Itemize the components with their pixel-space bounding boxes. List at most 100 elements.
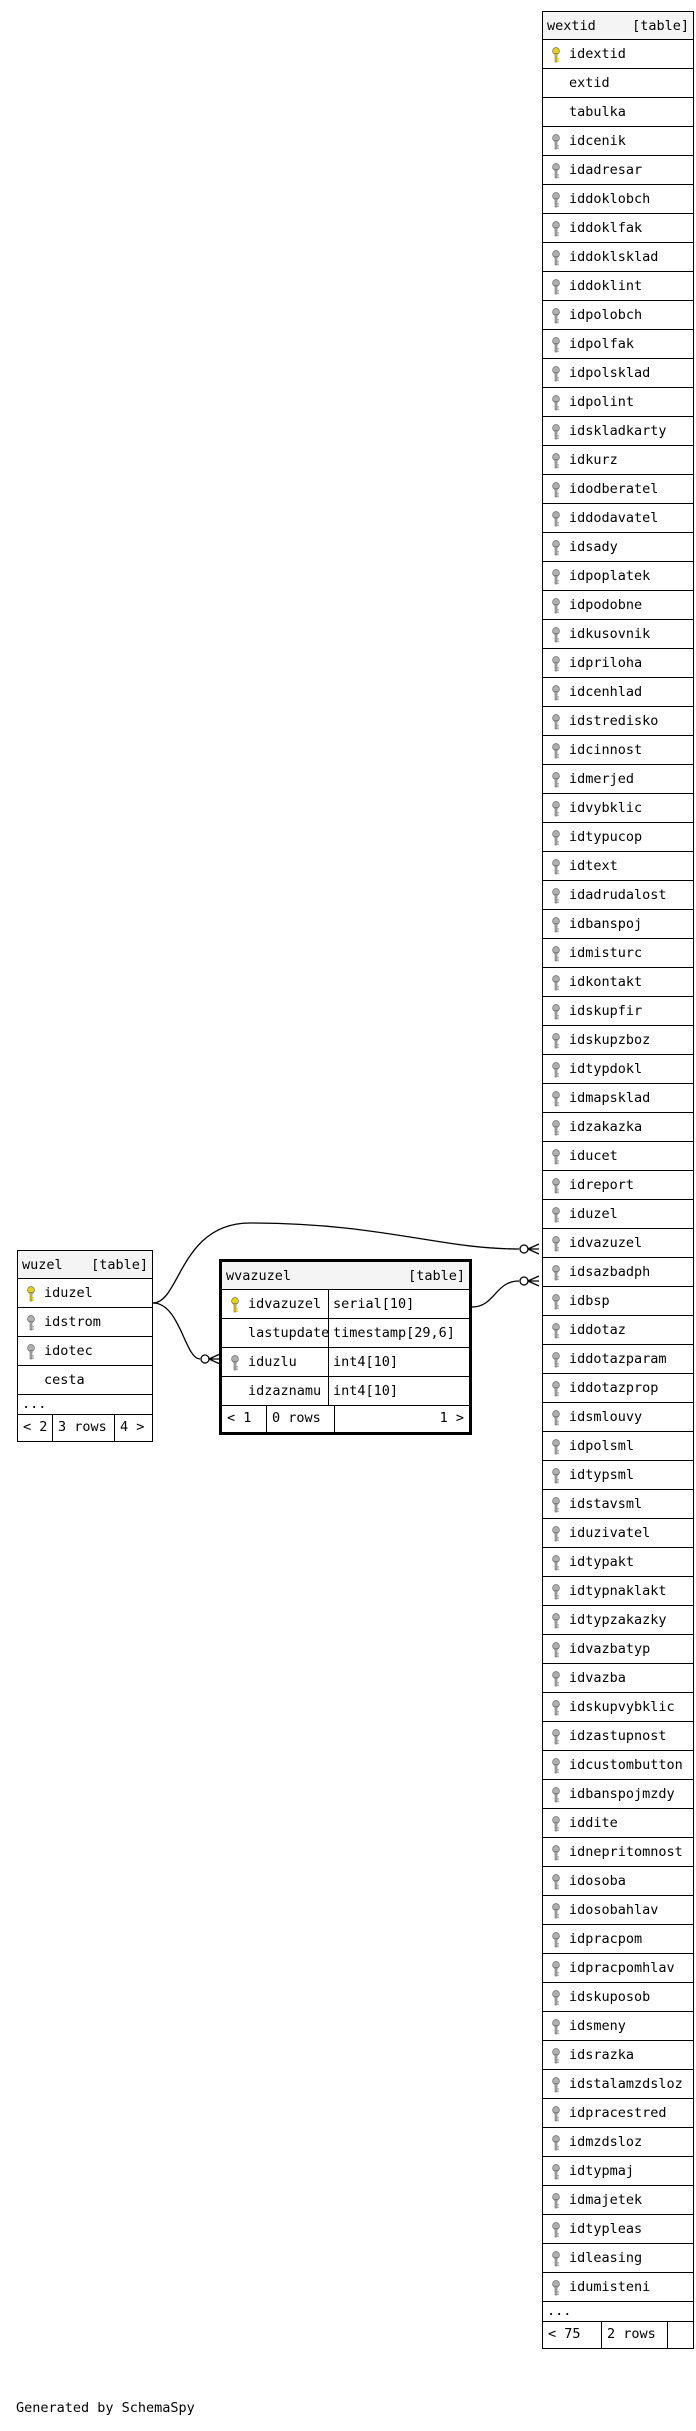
- column-row[interactable]: idextid: [543, 40, 693, 69]
- column-row[interactable]: idvybklic: [543, 794, 693, 823]
- column-row[interactable]: idsmeny: [543, 2012, 693, 2041]
- column-row[interactable]: idzastupnost: [543, 1722, 693, 1751]
- column-row[interactable]: idcenhlad: [543, 678, 693, 707]
- column-row[interactable]: iddodavatel: [543, 504, 693, 533]
- footer-children-link[interactable]: [667, 2322, 693, 2348]
- column-row[interactable]: iddotaz: [543, 1316, 693, 1345]
- footer-children-link[interactable]: 1 >: [334, 1406, 469, 1432]
- column-row[interactable]: idtypnaklakt: [543, 1577, 693, 1606]
- column-row[interactable]: iddoklint: [543, 272, 693, 301]
- table-footer: < 1 0 rows 1 >: [222, 1406, 469, 1432]
- column-row[interactable]: idskupzboz: [543, 1026, 693, 1055]
- column-row[interactable]: idmajetek: [543, 2186, 693, 2215]
- column-row[interactable]: idsrazka: [543, 2041, 693, 2070]
- column-row[interactable]: idtypsml: [543, 1461, 693, 1490]
- column-row[interactable]: idpolobch: [543, 301, 693, 330]
- column-row[interactable]: idpodobne: [543, 591, 693, 620]
- column-row[interactable]: idsazbadph: [543, 1258, 693, 1287]
- footer-parents-link[interactable]: < 75: [548, 2326, 581, 2342]
- column-row[interactable]: idosoba: [543, 1867, 693, 1896]
- column-row[interactable]: idodberatel: [543, 475, 693, 504]
- column-row[interactable]: idzakazka: [543, 1113, 693, 1142]
- column-row[interactable]: idvazuzel: [543, 1229, 693, 1258]
- column-row[interactable]: iduzel: [543, 1200, 693, 1229]
- column-row[interactable]: idumisteni: [543, 2273, 693, 2302]
- column-row[interactable]: idcinnost: [543, 736, 693, 765]
- column-row[interactable]: idbanspojmzdy: [543, 1780, 693, 1809]
- column-row[interactable]: idskuposob: [543, 1983, 693, 2012]
- column-row[interactable]: idbsp: [543, 1287, 693, 1316]
- column-row[interactable]: idmzdsloz: [543, 2128, 693, 2157]
- column-row[interactable]: idnepritomnost: [543, 1838, 693, 1867]
- column-row[interactable]: idpoplatek: [543, 562, 693, 591]
- column-row[interactable]: idmerjed: [543, 765, 693, 794]
- column-row[interactable]: idtext: [543, 852, 693, 881]
- column-row[interactable]: idvazbatyp: [543, 1635, 693, 1664]
- column-row[interactable]: idpracestred: [543, 2099, 693, 2128]
- footer-parents-link[interactable]: < 2: [23, 1419, 48, 1435]
- column-row[interactable]: idbanspoj: [543, 910, 693, 939]
- column-row[interactable]: idtypleas: [543, 2215, 693, 2244]
- column-row[interactable]: idosobahlav: [543, 1896, 693, 1925]
- column-row[interactable]: idkusovnik: [543, 620, 693, 649]
- column-row[interactable]: idstalamzdsloz: [543, 2070, 693, 2099]
- column-row[interactable]: idsmlouvy: [543, 1403, 693, 1432]
- column-row[interactable]: idleasing: [543, 2244, 693, 2273]
- column-row[interactable]: idtypucop: [543, 823, 693, 852]
- column-row[interactable]: idreport: [543, 1171, 693, 1200]
- column-row[interactable]: idtypmaj: [543, 2157, 693, 2186]
- footer-parents-link[interactable]: < 1: [227, 1410, 252, 1426]
- column-row[interactable]: idvazba: [543, 1664, 693, 1693]
- column-row[interactable]: iduzel: [18, 1279, 152, 1308]
- column-row[interactable]: idpolsklad: [543, 359, 693, 388]
- column-name: iddoklsklad: [569, 249, 659, 265]
- column-row[interactable]: tabulka: [543, 98, 693, 127]
- column-row[interactable]: idmisturc: [543, 939, 693, 968]
- crows-foot-marker: [527, 1243, 540, 1255]
- column-row[interactable]: idpolsml: [543, 1432, 693, 1461]
- column-row[interactable]: idskupvybklic: [543, 1693, 693, 1722]
- column-row[interactable]: idtypzakazky: [543, 1606, 693, 1635]
- column-row[interactable]: idstredisko: [543, 707, 693, 736]
- column-row[interactable]: idcustombutton: [543, 1751, 693, 1780]
- column-row[interactable]: iddoklobch: [543, 185, 693, 214]
- column-row[interactable]: idotec: [18, 1337, 152, 1366]
- column-row[interactable]: idpolfak: [543, 330, 693, 359]
- column-row[interactable]: idsady: [543, 533, 693, 562]
- column-row[interactable]: idtypakt: [543, 1548, 693, 1577]
- column-row[interactable]: idadresar: [543, 156, 693, 185]
- column-row[interactable]: idskladkarty: [543, 417, 693, 446]
- column-row[interactable]: idkontakt: [543, 968, 693, 997]
- column-row[interactable]: cesta: [18, 1366, 152, 1395]
- column-row[interactable]: iddoklsklad: [543, 243, 693, 272]
- column-row[interactable]: idmapsklad: [543, 1084, 693, 1113]
- column-row[interactable]: idtypdokl: [543, 1055, 693, 1084]
- column-row[interactable]: idstavsml: [543, 1490, 693, 1519]
- column-row[interactable]: idadrudalost: [543, 881, 693, 910]
- column-name: idskupvybklic: [569, 1699, 675, 1715]
- column-row[interactable]: iddotazparam: [543, 1345, 693, 1374]
- column-row[interactable]: idstrom: [18, 1308, 152, 1337]
- column-row[interactable]: iducet: [543, 1142, 693, 1171]
- column-row[interactable]: iddoklfak: [543, 214, 693, 243]
- column-row[interactable]: iddotazprop: [543, 1374, 693, 1403]
- column-name: idpriloha: [569, 655, 643, 671]
- column-row[interactable]: extid: [543, 69, 693, 98]
- column-row[interactable]: idpolint: [543, 388, 693, 417]
- column-row[interactable]: idpracpomhlav: [543, 1954, 693, 1983]
- column-row[interactable]: iduzivatel: [543, 1519, 693, 1548]
- footer-children-link[interactable]: 4 >: [114, 1415, 152, 1441]
- column-row[interactable]: idcenik: [543, 127, 693, 156]
- column-row[interactable]: idpracpom: [543, 1925, 693, 1954]
- column-row[interactable]: idpriloha: [543, 649, 693, 678]
- column-row[interactable]: idskupfir: [543, 997, 693, 1026]
- column-row[interactable]: idkurz: [543, 446, 693, 475]
- column-row[interactable]: iddite: [543, 1809, 693, 1838]
